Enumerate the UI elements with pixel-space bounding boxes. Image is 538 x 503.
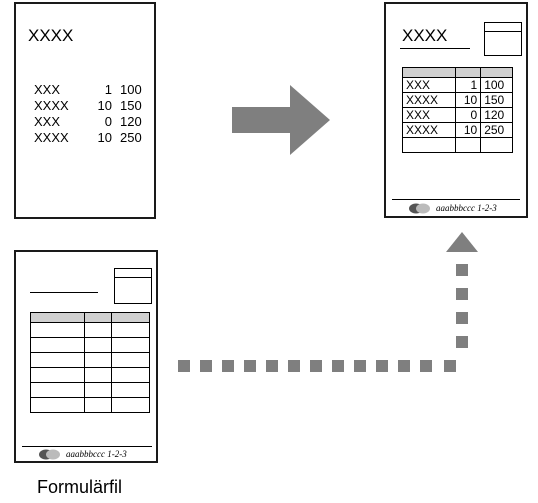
row-qty: 10: [97, 130, 112, 145]
flow-dot: [222, 360, 234, 372]
arrow-head-up-icon: [446, 232, 478, 252]
flow-dot: [288, 360, 300, 372]
cell-value: 150: [480, 92, 513, 108]
flow-dot: [456, 336, 468, 348]
table-header-row: [30, 312, 150, 323]
source-document-header: XXXX: [28, 26, 74, 45]
table-row: XXXX 10 150: [401, 92, 513, 108]
flow-dot: [244, 360, 256, 372]
cell-qty: 10: [455, 92, 482, 108]
row-value: 150: [120, 98, 142, 113]
form-file-caption: Formulärfil: [37, 477, 123, 497]
cell-value: 100: [480, 77, 513, 93]
list-item: XXX 0 120: [34, 114, 142, 130]
flow-dot: [310, 360, 322, 372]
list-item: XXXX 10 150: [34, 98, 142, 114]
box-divider: [485, 31, 521, 32]
flow-dot: [456, 288, 468, 300]
source-document: XXXX XXX 1 100 XXXX 10 150 XXX 0 120 XXX…: [14, 2, 156, 219]
cell-qty: 10: [455, 122, 482, 138]
cell-name: XXX: [401, 107, 457, 123]
result-document: XXXX XXX 1 100 XXXX 10 150 XXX 0 120 XXX…: [384, 2, 528, 218]
cell-name: XXXX: [401, 122, 457, 138]
flow-dot: [456, 264, 468, 276]
result-footer-text: aaabbbccc 1-2-3: [436, 203, 497, 213]
flow-dot: [200, 360, 212, 372]
flow-dot: [332, 360, 344, 372]
cell-name: XXXX: [401, 92, 457, 108]
row-name: XXXX: [34, 98, 69, 113]
row-qty: 0: [104, 114, 112, 129]
flow-dot: [398, 360, 410, 372]
table-row: XXX 0 120: [401, 107, 513, 123]
table-row: [30, 322, 150, 338]
result-document-header: XXXX: [402, 26, 448, 45]
flow-dot: [444, 360, 456, 372]
flow-dot: [354, 360, 366, 372]
flow-dot: [456, 312, 468, 324]
table-row: [30, 397, 150, 413]
flow-dot: [178, 360, 190, 372]
row-qty: 1: [104, 82, 112, 97]
cell-qty: 1: [455, 77, 482, 93]
flow-dot: [266, 360, 278, 372]
cell-name: XXX: [401, 77, 457, 93]
table-row: [30, 352, 150, 368]
table-header-row: [401, 67, 513, 78]
cell-qty: 0: [455, 107, 482, 123]
cell-value: 250: [480, 122, 513, 138]
logo-placeholder-box: [484, 22, 522, 56]
logo-placeholder-box: [114, 268, 152, 304]
form-footer-text: aaabbbccc 1-2-3: [66, 449, 127, 459]
row-value: 100: [120, 82, 142, 97]
footer-logo-icon: [409, 203, 430, 214]
footer-rule: [392, 199, 520, 200]
result-table: XXX 1 100 XXXX 10 150 XXX 0 120 XXXX 10 …: [401, 67, 513, 153]
box-divider: [115, 277, 151, 278]
list-item: XXXX 10 250: [34, 130, 142, 146]
list-item: XXX 1 100: [34, 82, 142, 98]
row-name: XXX: [34, 114, 61, 129]
flow-dot: [376, 360, 388, 372]
source-document-list: XXX 1 100 XXXX 10 150 XXX 0 120 XXXX 10 …: [34, 82, 142, 146]
cell-value: 120: [480, 107, 513, 123]
table-row: [401, 137, 513, 153]
form-table: [30, 312, 150, 413]
table-row: [30, 337, 150, 353]
table-row: [30, 367, 150, 383]
footer-logo-icon: [39, 449, 60, 460]
flow-dot: [420, 360, 432, 372]
title-line: [30, 292, 98, 293]
row-value: 120: [120, 114, 142, 129]
merge-arrow-icon: [232, 85, 330, 155]
header-underline: [400, 48, 470, 49]
row-name: XXXX: [34, 130, 69, 145]
table-row: XXX 1 100: [401, 77, 513, 93]
form-file-document: aaabbbccc 1-2-3: [14, 250, 158, 463]
row-qty: 10: [97, 98, 112, 113]
footer-rule: [22, 446, 152, 447]
table-row: XXXX 10 250: [401, 122, 513, 138]
row-name: XXX: [34, 82, 61, 97]
row-value: 250: [120, 130, 142, 145]
table-row: [30, 382, 150, 398]
